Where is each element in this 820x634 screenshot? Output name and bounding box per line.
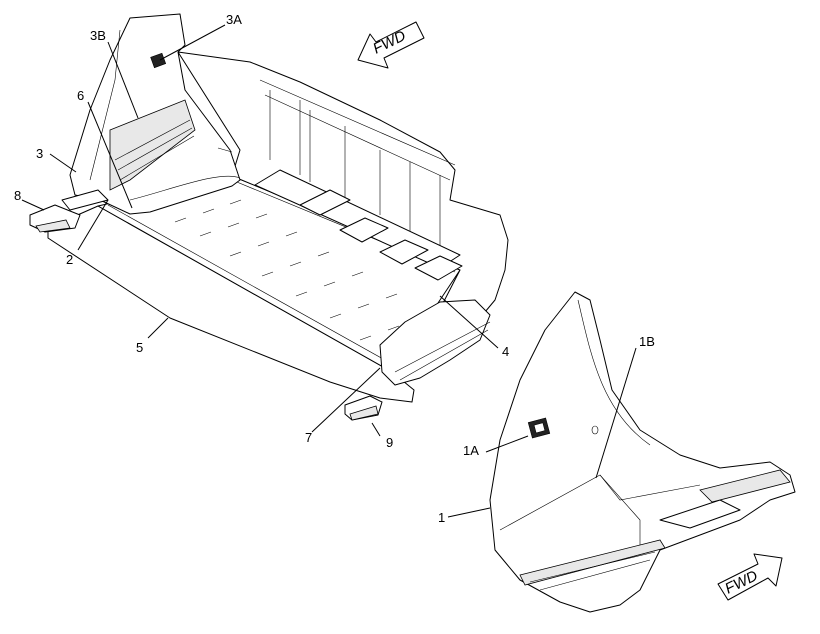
lower-housing-1	[489, 291, 796, 613]
upper-assembly	[29, 13, 509, 421]
fwd-arrow-bottom: FWD	[717, 553, 783, 601]
callout-1: 1	[438, 510, 445, 525]
leader-lines	[21, 24, 637, 518]
cross-members	[254, 169, 463, 281]
right-end-piece	[379, 299, 491, 386]
fwd-arrow-top: FWD	[357, 21, 425, 69]
callout-5: 5	[136, 340, 143, 355]
callout-8: 8	[14, 188, 21, 203]
callout-1a: 1A	[463, 443, 479, 458]
callout-2: 2	[66, 252, 73, 267]
callout-1b: 1B	[639, 334, 655, 349]
callout-labels: 3A 3B 6 3 8 2 5 4 7 9 1B 1A 1	[14, 12, 655, 525]
callout-9: 9	[386, 435, 393, 450]
callout-6: 6	[77, 88, 84, 103]
callout-3a: 3A	[226, 12, 242, 27]
callout-4: 4	[502, 344, 509, 359]
callout-3b: 3B	[90, 28, 106, 43]
callout-7: 7	[305, 430, 312, 445]
callout-3: 3	[36, 146, 43, 161]
